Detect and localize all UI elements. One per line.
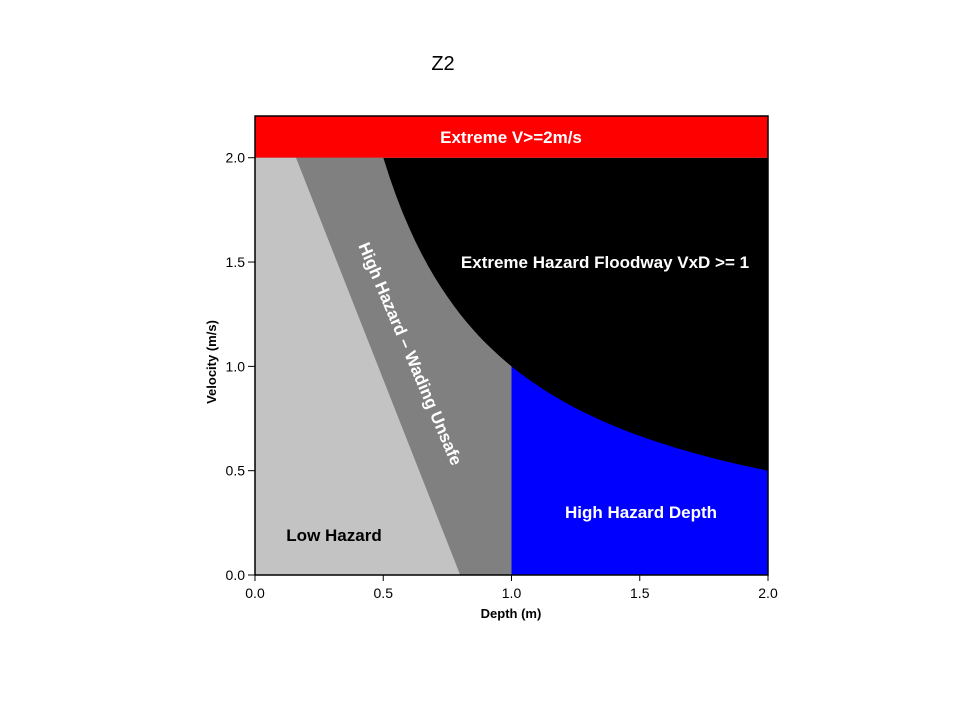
y-tick-label: 1.0 [226, 358, 246, 374]
y-tick-label: 2.0 [226, 150, 246, 166]
y-tick-label: 0.0 [226, 567, 246, 583]
region-extreme-velocity [255, 116, 768, 158]
x-tick-label: 0.0 [245, 585, 265, 601]
y-axis-label: Velocity (m/s) [204, 320, 219, 404]
region-label-low-hazard: Low Hazard [286, 526, 381, 545]
x-tick-label: 2.0 [758, 585, 778, 601]
region-low-hazard [255, 157, 461, 575]
region-label-extreme-v: Extreme V>=2m/s [440, 128, 582, 147]
x-tick-label: 1.0 [502, 585, 522, 601]
region-label-extreme-floodway: Extreme Hazard Floodway VxD >= 1 [461, 253, 749, 272]
chart-title: Z2 [431, 53, 454, 75]
x-axis-label: Depth (m) [481, 606, 542, 621]
y-tick-label: 1.5 [226, 254, 246, 270]
y-tick-label: 0.5 [226, 463, 246, 479]
x-tick-label: 1.5 [630, 585, 650, 601]
region-label-high-hazard-depth: High Hazard Depth [565, 503, 717, 522]
x-tick-label: 0.5 [374, 585, 394, 601]
region-high-hazard-depth [511, 366, 768, 575]
